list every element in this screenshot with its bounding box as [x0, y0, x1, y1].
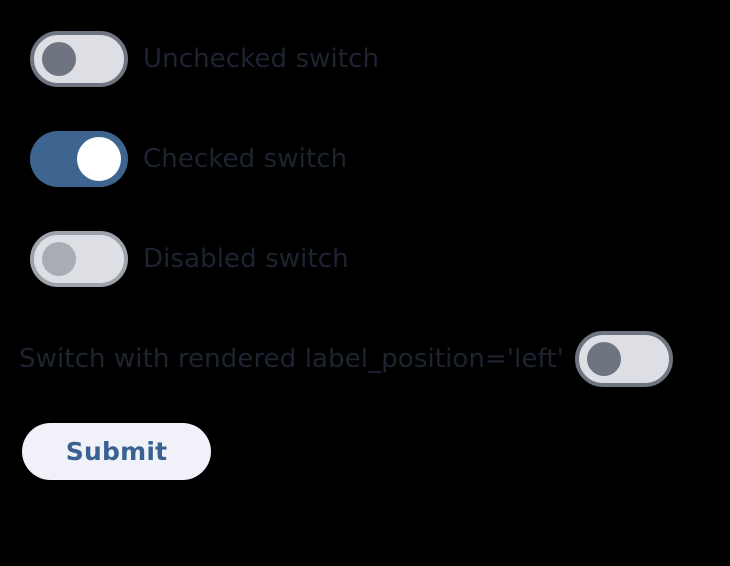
switch-knob-icon: [586, 342, 621, 376]
unchecked-switch-label: Unchecked switch: [143, 44, 380, 74]
switch-row-disabled: Disabled switch: [30, 231, 349, 287]
switch-row-checked: Checked switch: [30, 131, 347, 187]
disabled-switch-toggle: [30, 231, 128, 287]
label-left-switch-label: Switch with rendered label_position='lef…: [19, 344, 564, 374]
switch-row-label-left: Switch with rendered label_position='lef…: [19, 331, 699, 387]
unchecked-switch-toggle[interactable]: [30, 31, 128, 87]
checked-switch-toggle[interactable]: [30, 131, 128, 187]
switch-row-unchecked: Unchecked switch: [30, 31, 379, 87]
switch-knob-icon: [42, 42, 76, 76]
checked-switch-label: Checked switch: [143, 144, 348, 174]
switch-knob-icon: [42, 242, 76, 276]
label-left-switch-toggle[interactable]: [574, 331, 673, 387]
disabled-switch-label: Disabled switch: [143, 244, 349, 274]
submit-button[interactable]: Submit: [22, 423, 211, 480]
switch-knob-icon: [77, 137, 121, 181]
